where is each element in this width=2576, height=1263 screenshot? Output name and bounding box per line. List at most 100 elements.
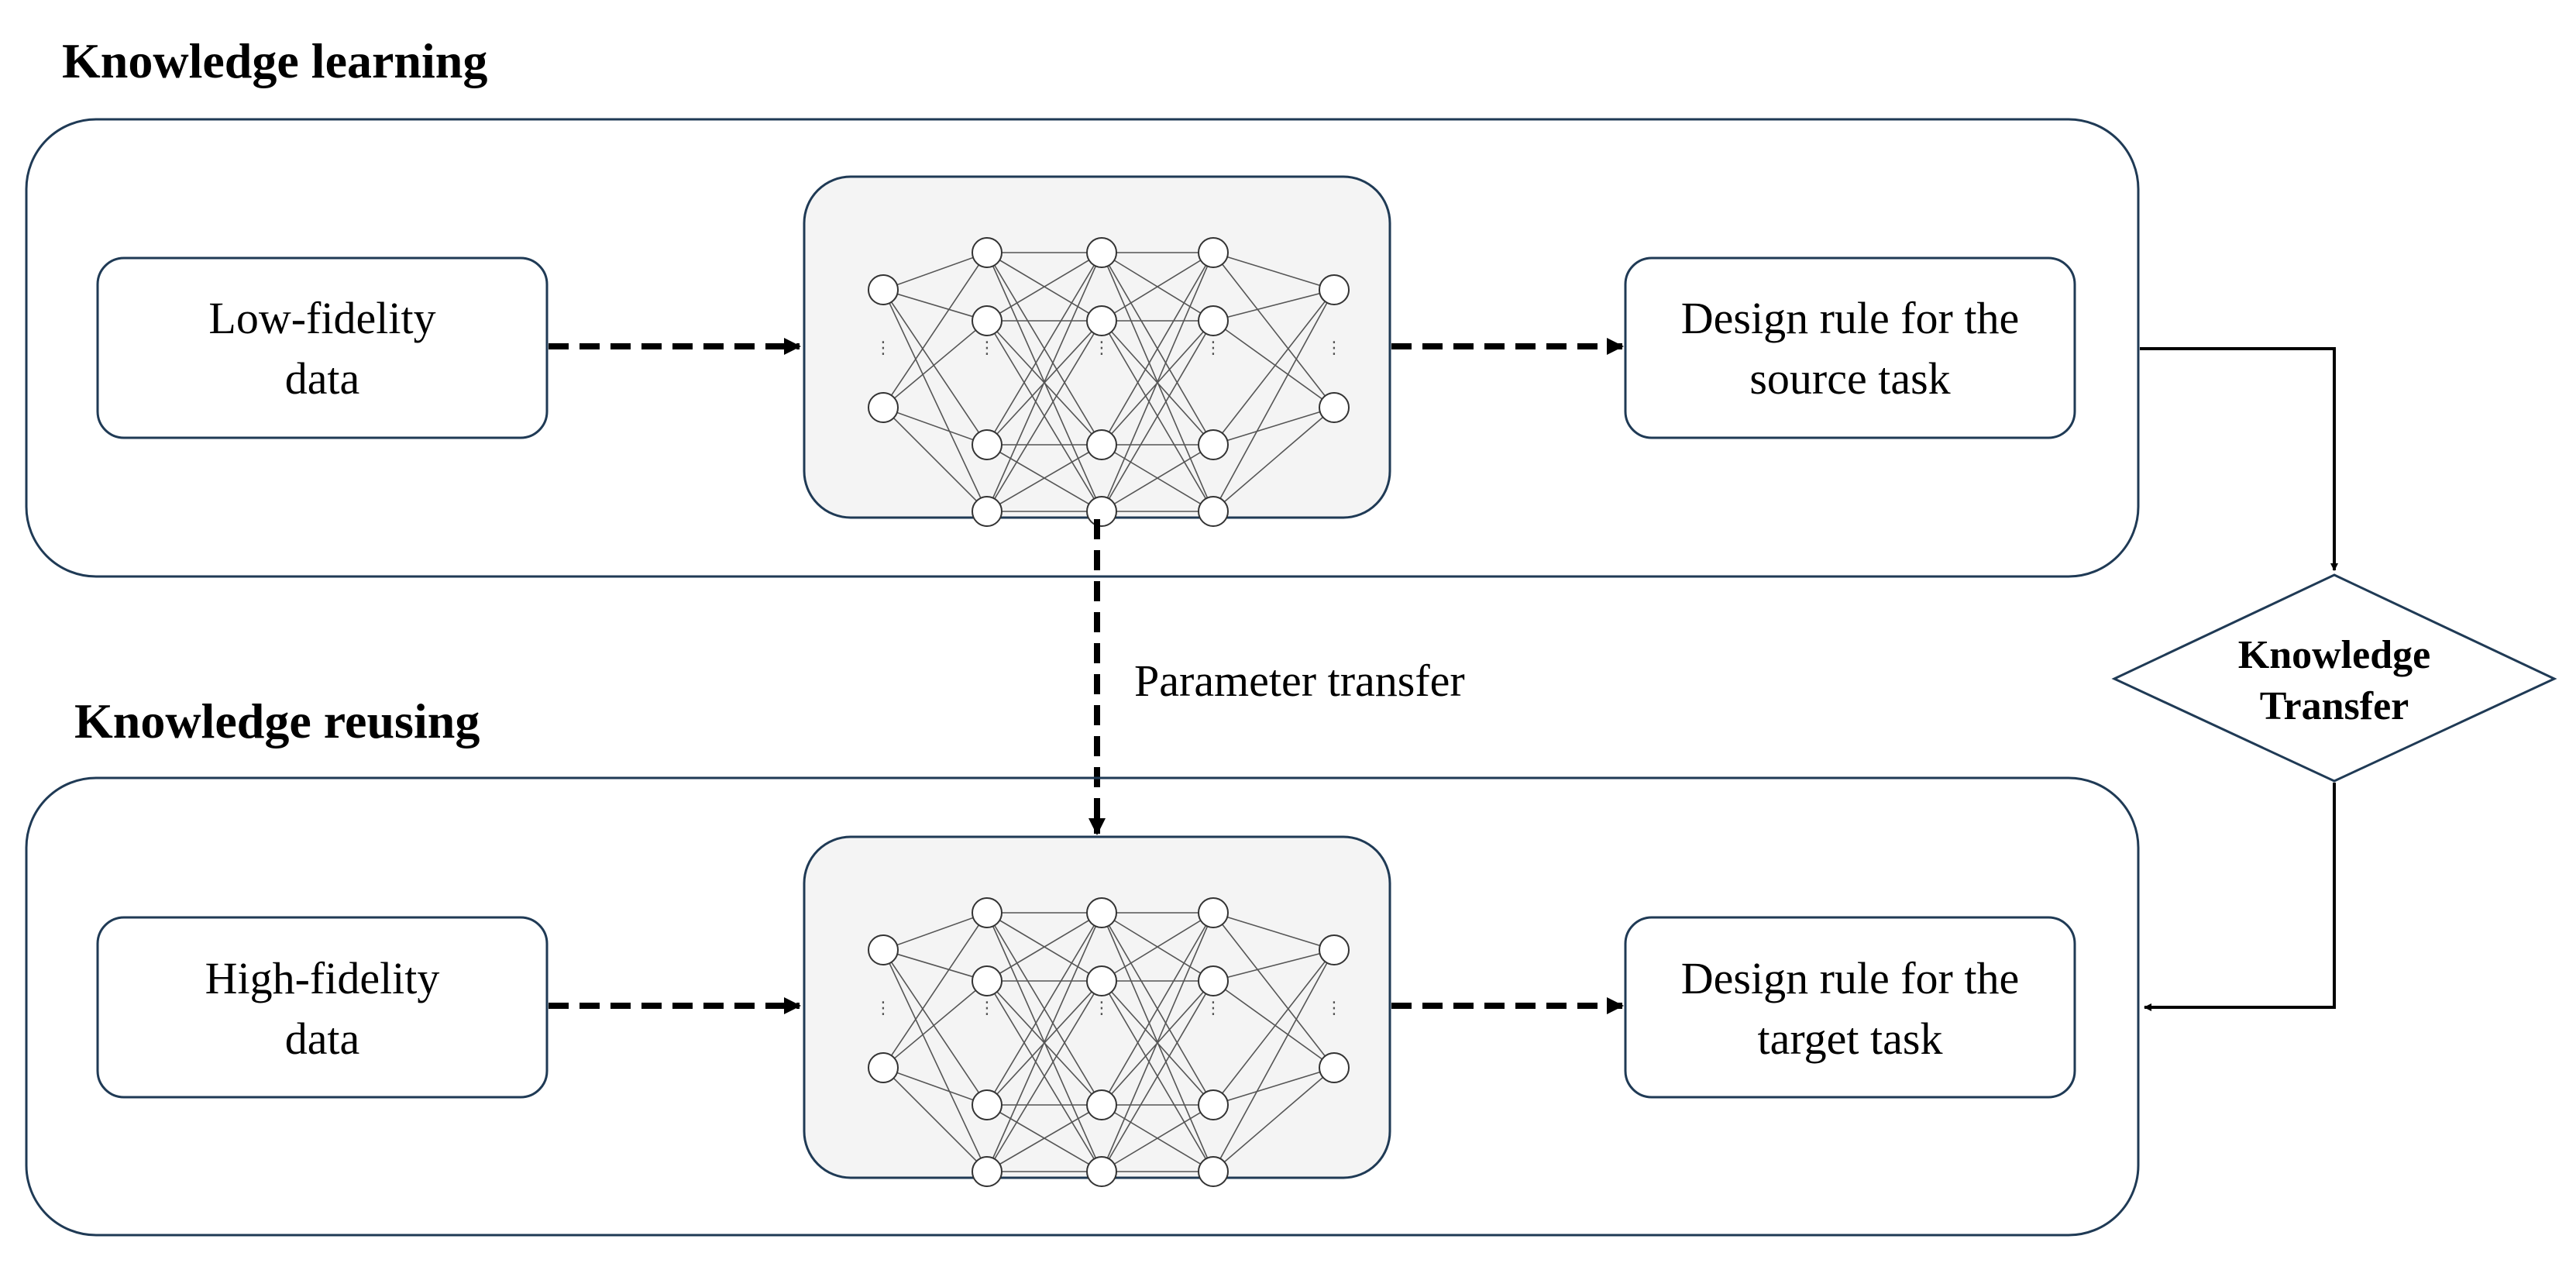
reusing-nn-ellipsis: ⋮ [978, 999, 996, 1018]
reusing-neural-network: ⋮ ⋮ ⋮ ⋮ ⋮ [803, 835, 1391, 1187]
learning-nn-edge [882, 289, 988, 446]
learning-nn-edge [1212, 252, 1335, 291]
learning-nn-node [1198, 496, 1229, 527]
reusing-nn-edge [1212, 1067, 1335, 1106]
reusing-nn-node [1086, 1156, 1117, 1187]
knowledge-transfer-diamond: Knowledge Transfer [2111, 573, 2557, 783]
learning-nn-node [1198, 305, 1229, 336]
learning-nn-ellipsis: ⋮ [1326, 339, 1343, 358]
learning-input-line1: Low-fidelity [208, 293, 435, 343]
learning-nn-node [1319, 274, 1350, 305]
learning-nn-edge [1101, 320, 1214, 512]
reusing-nn-node [1198, 1156, 1229, 1187]
learning-nn-ellipsis: ⋮ [978, 339, 996, 358]
knowledge-transfer-line2: Transfer [2260, 684, 2409, 728]
reusing-output-line2: target task [1758, 1013, 1943, 1064]
reusing-nn-ellipsis: ⋮ [1205, 999, 1222, 1018]
knowledge-transfer-line1: Knowledge [2238, 633, 2430, 677]
learning-neural-network: ⋮ ⋮ ⋮ ⋮ ⋮ [803, 175, 1391, 527]
reusing-nn-node [1086, 965, 1117, 996]
reusing-nn-edge [882, 912, 988, 1069]
learning-nn-edge [986, 252, 1102, 322]
reusing-nn-ellipsis: ⋮ [1326, 999, 1343, 1018]
reusing-nn-node [1086, 1089, 1117, 1120]
learning-nn-node [1198, 429, 1229, 460]
reusing-frame [25, 776, 2140, 1237]
learning-nn-edge [1101, 252, 1214, 512]
reusing-nn-node [1319, 1052, 1350, 1083]
section-title-learning: Knowledge learning [62, 33, 487, 88]
reusing-nn-edge [1212, 1067, 1335, 1172]
learning-nn-ellipsis: ⋮ [875, 339, 892, 358]
reusing-nn-edge [1212, 912, 1335, 951]
reusing-nn-edge [1101, 980, 1214, 1172]
reusing-nn-edge [882, 980, 988, 1069]
reusing-nn-edge [882, 949, 988, 1172]
learning-nn-node [972, 429, 1003, 460]
learning-nn-node [1086, 496, 1117, 527]
reusing-nn-edge [882, 912, 988, 951]
reusing-nn-edge [1101, 912, 1214, 1106]
learning-nn-edge [882, 407, 988, 512]
reusing-nn-node [868, 934, 899, 965]
learning-nn-edge [1212, 407, 1335, 512]
reusing-nn-edge [986, 980, 1102, 1172]
reusing-nn-edge [1101, 912, 1214, 1172]
reusing-nn-edge [986, 1104, 1102, 1172]
reusing-nn-edge [1212, 949, 1335, 1172]
learning-nn-edge [882, 252, 988, 291]
learning-output-line2: source task [1749, 353, 1950, 404]
reusing-input-line1: High-fidelity [205, 953, 440, 1003]
learning-nn-node [972, 305, 1003, 336]
learning-nn-node [868, 274, 899, 305]
reusing-nn-edge [882, 949, 988, 1106]
reusing-nn-edge [1101, 912, 1214, 982]
learning-output-line1: Design rule for the [1681, 293, 2019, 343]
reusing-nn-edge [1212, 912, 1335, 1069]
connector-learning-to-transfer [2140, 347, 2338, 571]
learning-nn-edge [986, 320, 1102, 512]
learning-nn-edge [1212, 252, 1335, 408]
learning-nn-node [868, 392, 899, 423]
learning-output-box: Design rule for the source task [1624, 256, 2076, 439]
learning-nn-edge [1212, 289, 1335, 512]
reusing-output-line1: Design rule for the [1681, 953, 2019, 1003]
learning-nn-ellipsis: ⋮ [1205, 339, 1222, 358]
reusing-nn-node [972, 1156, 1003, 1187]
reusing-nn-node [1319, 934, 1350, 965]
reusing-output-box: Design rule for the target task [1624, 916, 2076, 1099]
reusing-nn-node [972, 965, 1003, 996]
learning-nn-edge [986, 252, 1102, 446]
reusing-nn-edge [882, 1067, 988, 1106]
learning-nn-edge [882, 252, 988, 408]
learning-nn-node [1198, 237, 1229, 268]
learning-nn-edge [1212, 407, 1335, 446]
reusing-nn-edge [986, 912, 1102, 982]
reusing-input-box: High-fidelity data [96, 916, 549, 1099]
reusing-nn-ellipsis: ⋮ [1093, 999, 1110, 1018]
reusing-nn-edge [1212, 980, 1335, 1069]
learning-frame [25, 118, 2140, 578]
learning-nn-edge [1212, 320, 1335, 408]
connector-transfer-to-reusing [2144, 783, 2336, 1011]
learning-nn-edge [882, 407, 988, 446]
learning-nn-edge [882, 289, 988, 322]
reusing-nn-node [1086, 897, 1117, 928]
reusing-nn-node [972, 1089, 1003, 1120]
learning-nn-edge [1212, 289, 1335, 322]
learning-nn-node [1086, 429, 1117, 460]
reusing-nn-edge [1212, 949, 1335, 1106]
reusing-nn-ellipsis: ⋮ [875, 999, 892, 1018]
learning-nn-edge [1101, 252, 1214, 322]
learning-nn-node [1319, 392, 1350, 423]
learning-nn-edge [1101, 444, 1214, 512]
learning-nn-edge [1101, 252, 1214, 446]
learning-input-box: Low-fidelity data [96, 256, 549, 439]
learning-nn-edge [986, 444, 1102, 512]
learning-nn-node [972, 496, 1003, 527]
parameter-transfer-label: Parameter transfer [1134, 656, 1465, 706]
learning-nn-node [1086, 305, 1117, 336]
reusing-nn-node [868, 1052, 899, 1083]
learning-nn-ellipsis: ⋮ [1093, 339, 1110, 358]
reusing-nn-node [1198, 1089, 1229, 1120]
